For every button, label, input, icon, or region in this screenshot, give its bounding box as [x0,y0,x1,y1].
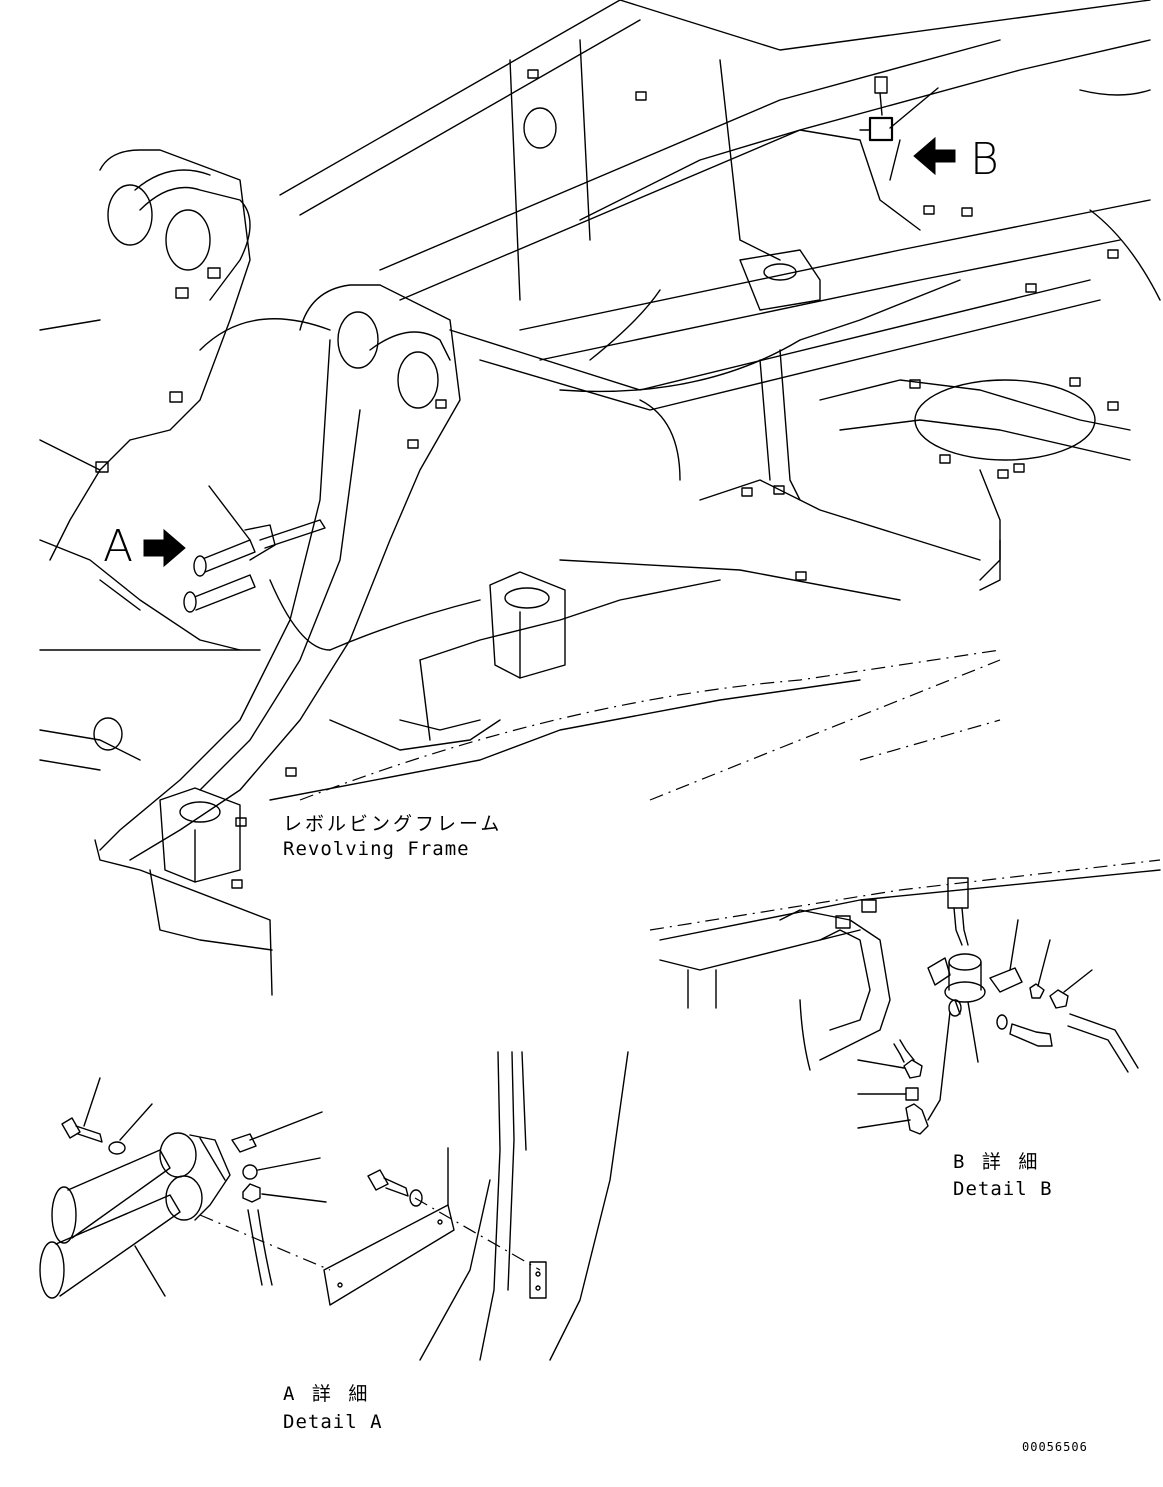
revolving-frame-label-jp: レボルビングフレーム [283,813,503,835]
detail-a-label-jp: A 詳 細 [283,1383,371,1405]
frame-pedestals [159,249,821,883]
revolving-frame-label-en: Revolving Frame [283,838,470,860]
horn-small-view-a [183,485,326,613]
boom-mount-brackets [39,149,461,861]
frame-harness [199,89,1161,651]
view-label-a: A [103,521,134,572]
valve-small-view-b [859,76,939,181]
detail-b-label-en: Detail B [953,1178,1053,1200]
detail-b-label-jp: B 詳 細 [953,1151,1041,1173]
view-arrow-a [143,528,186,568]
drawing-number: 00056506 [1022,1440,1088,1454]
frame-upper-beams [279,0,1151,411]
detail-a-assembly [39,1051,629,1361]
detail-b-assembly [687,877,1139,1135]
view-label-b: B [970,134,999,185]
detail-a-label-en: Detail A [283,1411,383,1433]
view-arrow-b [913,136,956,176]
frame-bolts [93,69,1119,889]
frame-lower-body [39,349,1161,996]
